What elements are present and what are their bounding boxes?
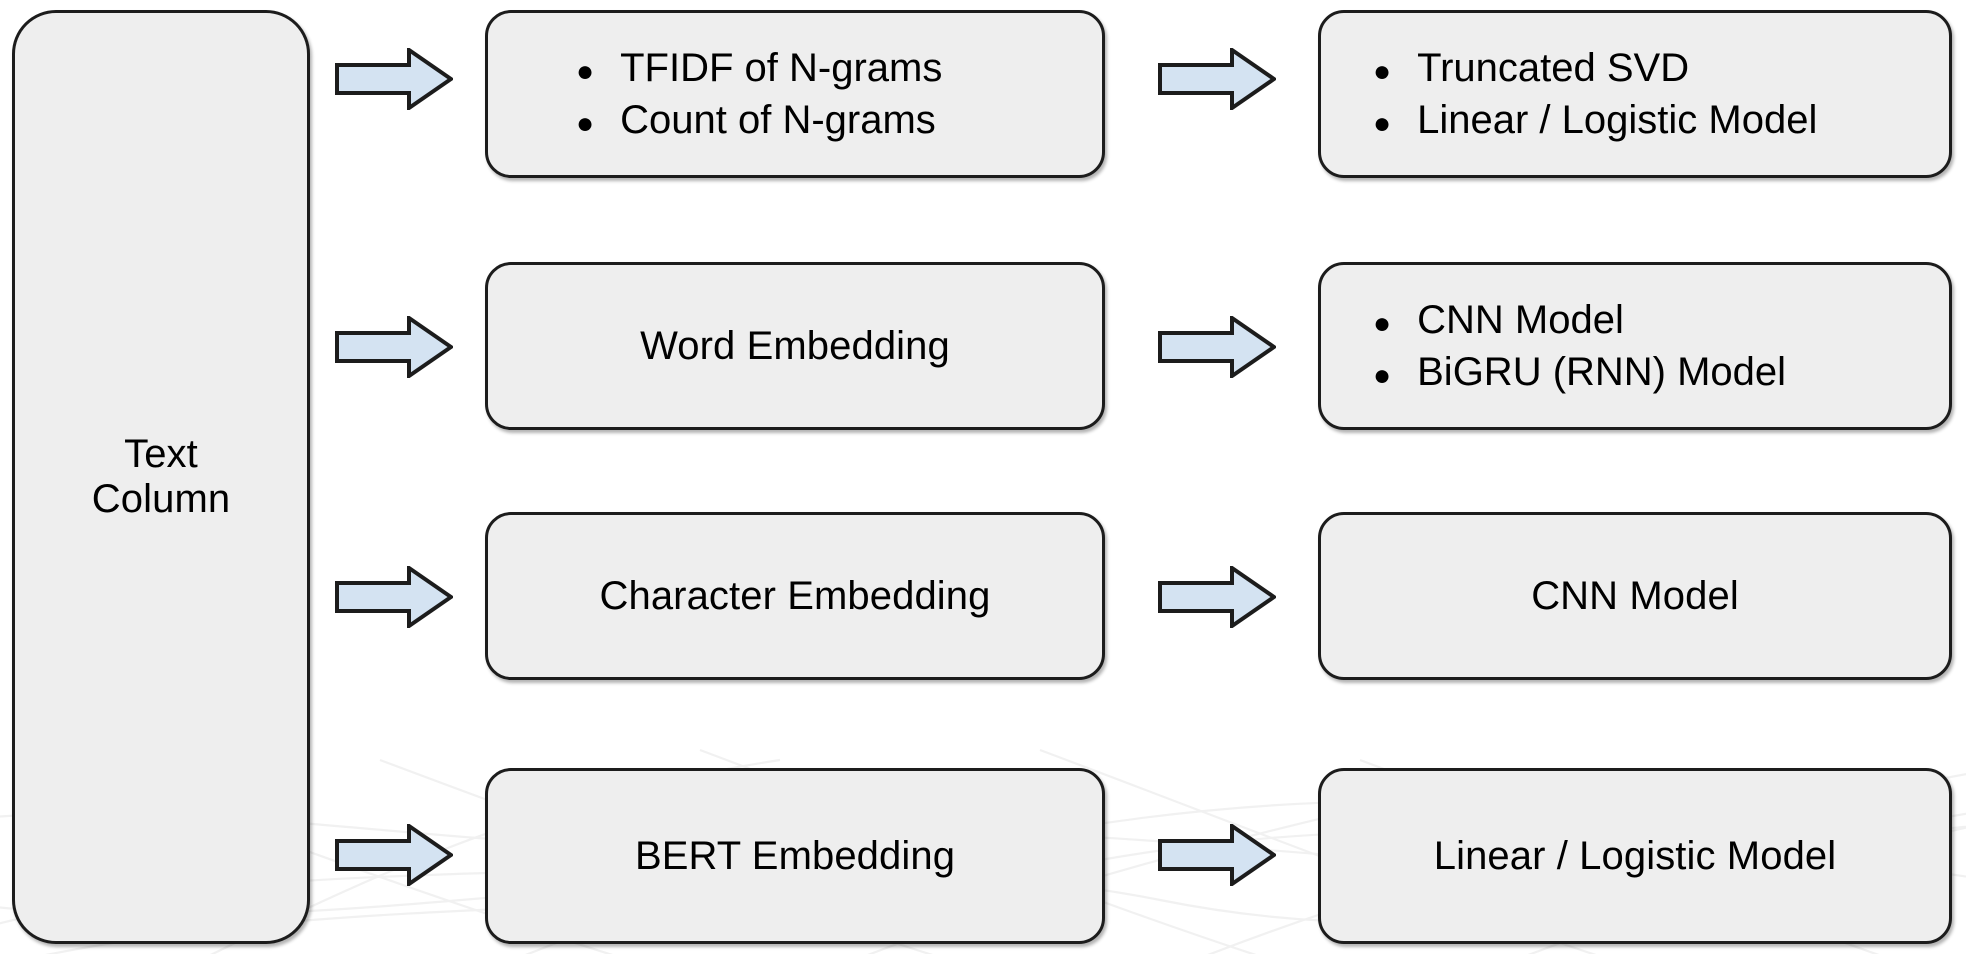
right-arrow-icon <box>335 824 453 886</box>
list-item: ● CNN Model <box>1373 294 1966 346</box>
bullet-dot-icon: ● <box>576 107 595 140</box>
feature-node-ngram[interactable]: ● TFIDF of N-grams ● Count of N-grams <box>485 10 1105 178</box>
feature-node-label: Character Embedding <box>599 573 991 618</box>
right-arrow-icon <box>335 566 453 628</box>
list-item-label: TFIDF of N-grams <box>620 46 943 90</box>
right-arrow-icon <box>1158 566 1276 628</box>
list-item: ● Truncated SVD <box>1373 42 1966 94</box>
right-arrow-icon <box>335 48 453 110</box>
model-bullet-list: ● Truncated SVD ● Linear / Logistic Mode… <box>1321 42 1966 146</box>
list-item-label: Linear / Logistic Model <box>1417 98 1818 142</box>
feature-node-word-embedding[interactable]: Word Embedding <box>485 262 1105 430</box>
bullet-dot-icon: ● <box>1373 55 1392 88</box>
source-node-label: Text Column <box>91 432 231 521</box>
model-node-ngram[interactable]: ● Truncated SVD ● Linear / Logistic Mode… <box>1318 10 1952 178</box>
list-item-label: Truncated SVD <box>1417 46 1690 90</box>
model-node-character-embedding[interactable]: CNN Model <box>1318 512 1952 680</box>
feature-node-label: BERT Embedding <box>634 833 956 878</box>
list-item: ● TFIDF of N-grams <box>576 42 1190 94</box>
source-node-text-column[interactable]: Text Column <box>12 10 310 944</box>
right-arrow-icon <box>1158 824 1276 886</box>
right-arrow-icon <box>335 316 453 378</box>
bullet-dot-icon: ● <box>1373 307 1392 340</box>
list-item-label: CNN Model <box>1417 298 1624 342</box>
feature-bullet-list: ● TFIDF of N-grams ● Count of N-grams <box>488 42 1190 146</box>
bullet-dot-icon: ● <box>576 55 595 88</box>
list-item: ● Linear / Logistic Model <box>1373 94 1966 146</box>
bullet-dot-icon: ● <box>1373 359 1392 392</box>
list-item-label: Count of N-grams <box>620 98 936 142</box>
model-node-label: Linear / Logistic Model <box>1433 833 1837 878</box>
model-node-bert-embedding[interactable]: Linear / Logistic Model <box>1318 768 1952 944</box>
model-node-label: CNN Model <box>1531 573 1739 618</box>
model-bullet-list: ● CNN Model ● BiGRU (RNN) Model <box>1321 294 1966 398</box>
list-item: ● BiGRU (RNN) Model <box>1373 346 1966 398</box>
right-arrow-icon <box>1158 316 1276 378</box>
model-node-word-embedding[interactable]: ● CNN Model ● BiGRU (RNN) Model <box>1318 262 1952 430</box>
feature-node-character-embedding[interactable]: Character Embedding <box>485 512 1105 680</box>
bullet-dot-icon: ● <box>1373 107 1392 140</box>
list-item: ● Count of N-grams <box>576 94 1190 146</box>
feature-node-label: Word Embedding <box>640 323 950 368</box>
list-item-label: BiGRU (RNN) Model <box>1417 350 1787 394</box>
feature-node-bert-embedding[interactable]: BERT Embedding <box>485 768 1105 944</box>
right-arrow-icon <box>1158 48 1276 110</box>
